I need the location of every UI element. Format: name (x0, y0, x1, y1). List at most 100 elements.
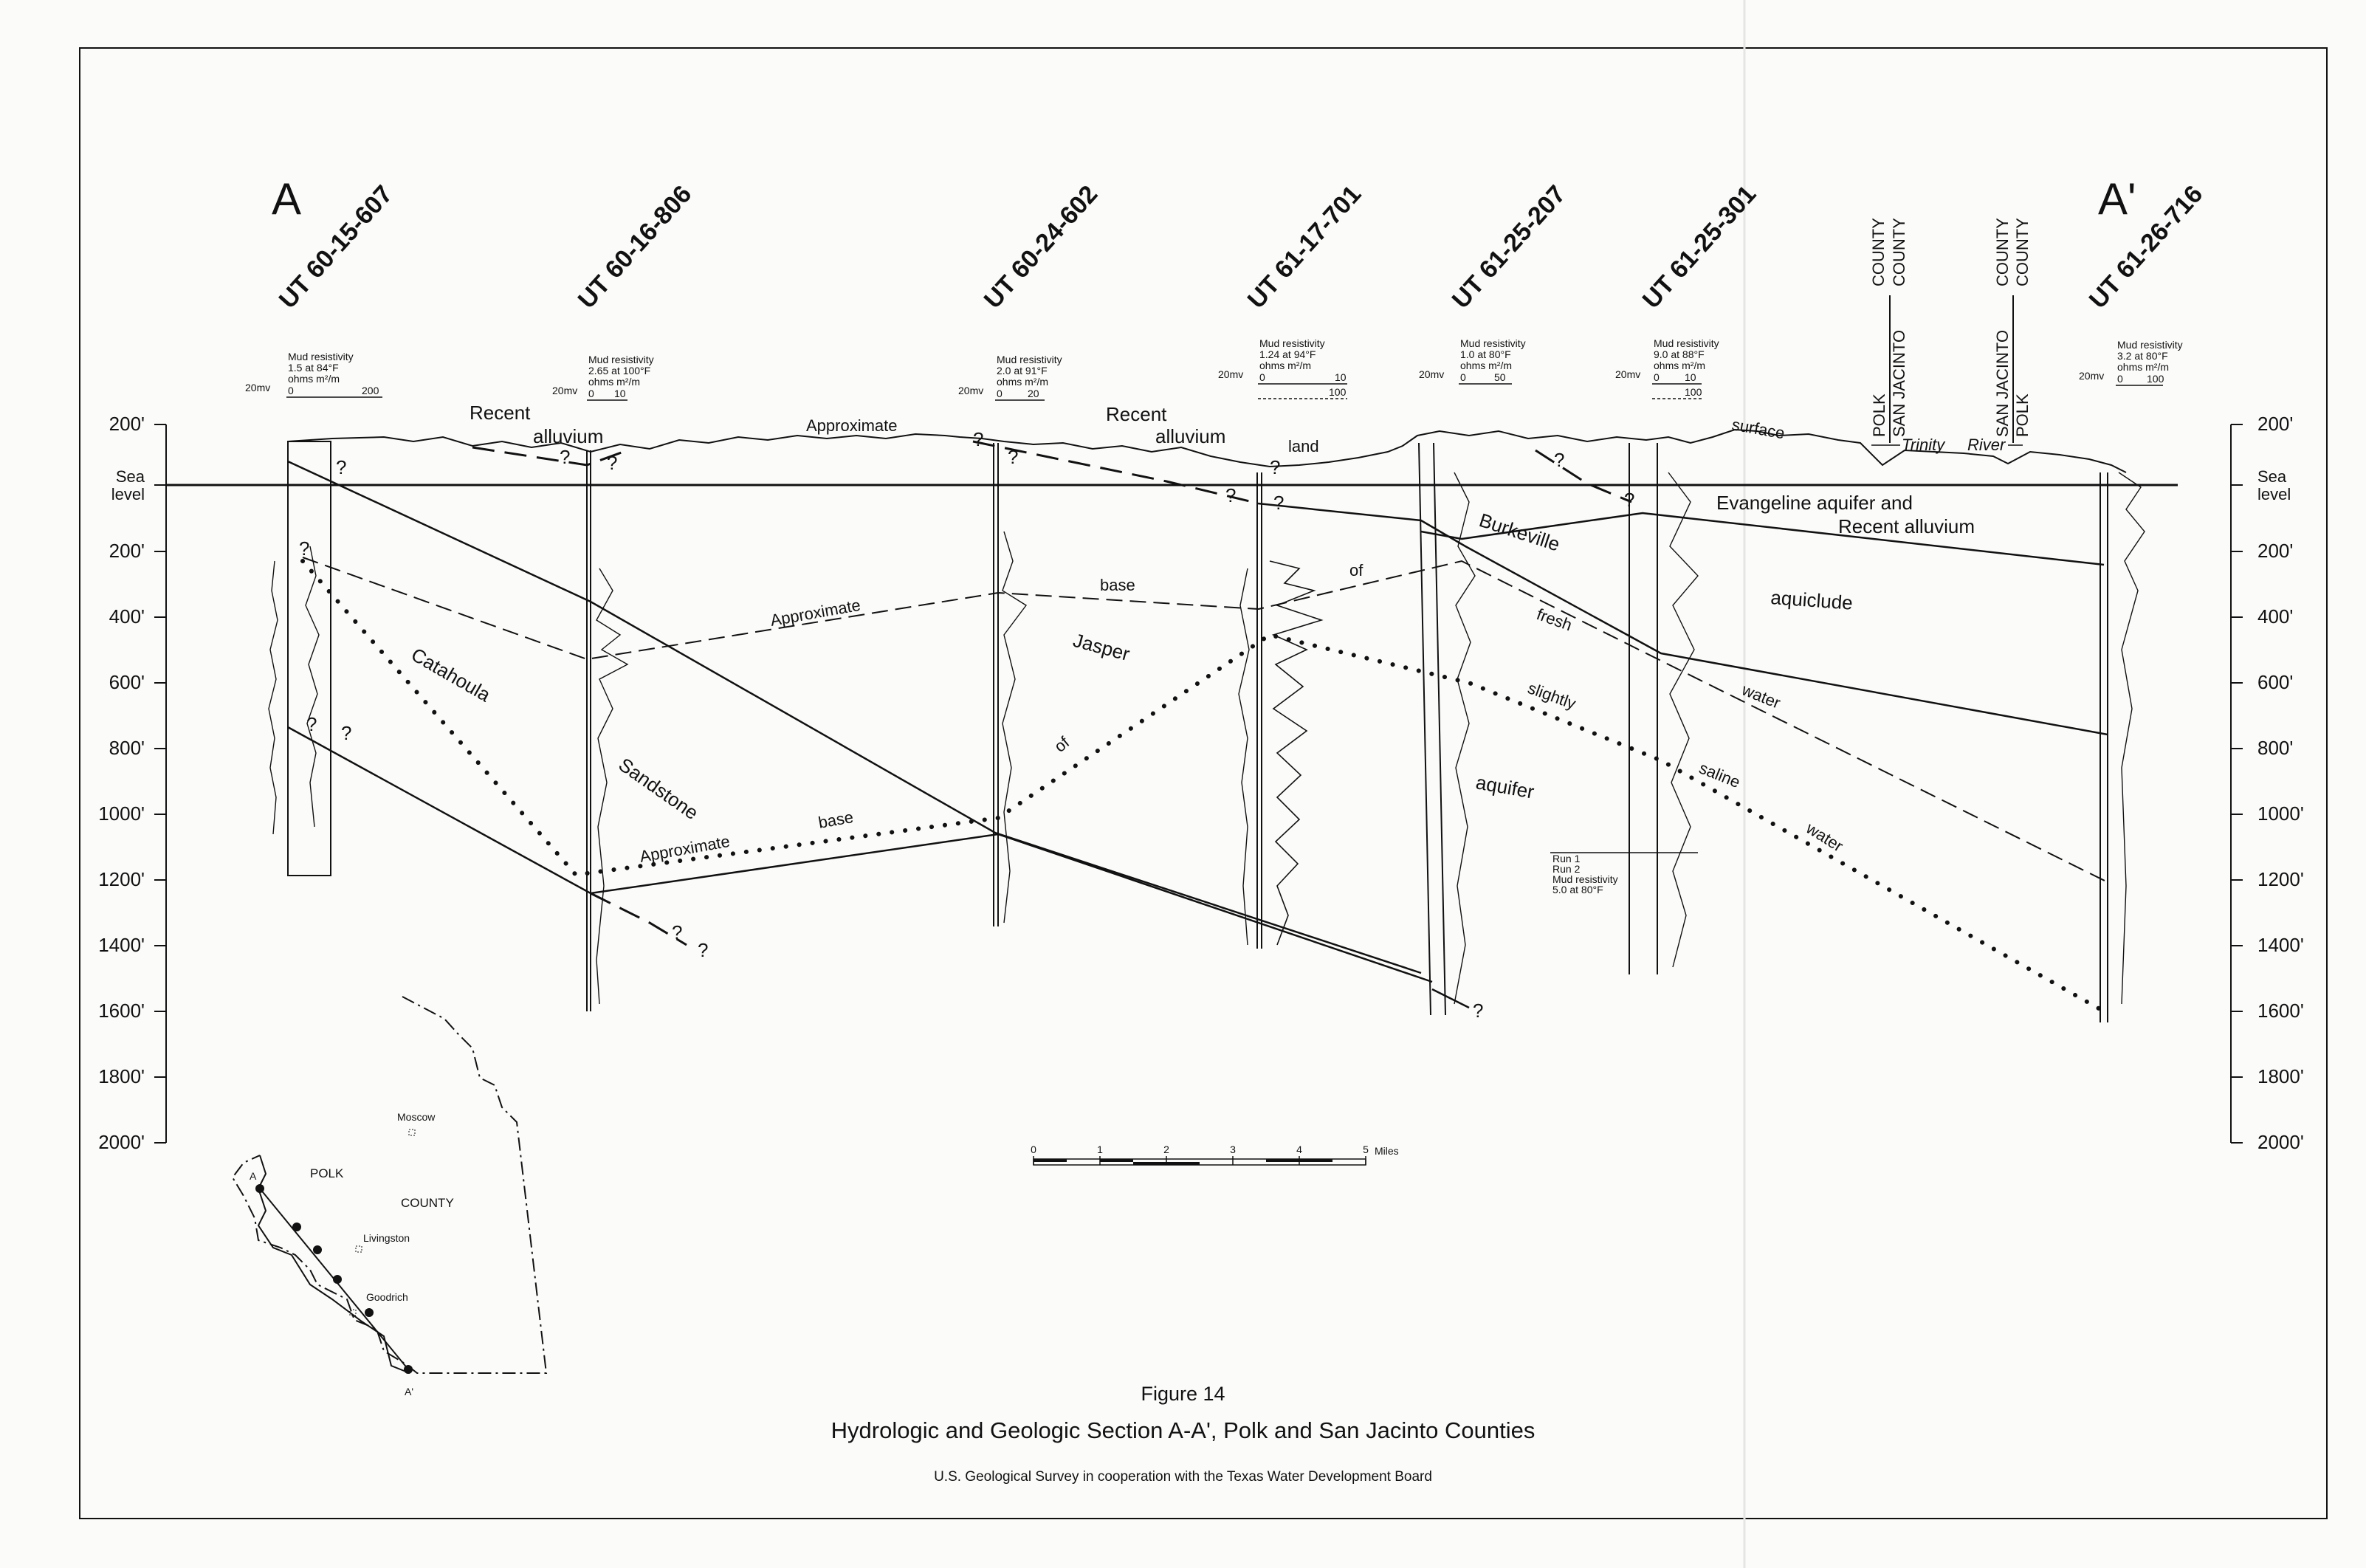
svg-text:?: ? (1273, 492, 1284, 514)
inset-point-label: A (250, 1170, 257, 1182)
well-name: UT 60-16-806 (573, 180, 698, 314)
axis-label: 1000' (98, 802, 145, 825)
axis-label: 200' (109, 413, 145, 435)
alluvium-base (1535, 449, 1632, 503)
mud-value: 2.65 at 100°F (588, 365, 650, 376)
axis-label: 1600' (98, 1000, 145, 1022)
electric-log-trace (1002, 531, 1028, 924)
label-base: base (817, 808, 855, 832)
axis-label: 600' (2257, 671, 2293, 693)
label-recent: Recent (470, 402, 531, 424)
mud-unit: ohms m²/m (1654, 360, 1705, 371)
label-of: of (1050, 732, 1073, 756)
town-marker (349, 1309, 357, 1316)
svg-text:SAN JACINTO: SAN JACINTO (1993, 330, 2012, 437)
scale-zero: 0 (1259, 371, 1265, 383)
svg-text:?: ? (299, 537, 309, 560)
scale-zero: 0 (288, 385, 294, 396)
svg-text:?: ? (1008, 446, 1018, 468)
label-burkeville: Burkeville (1476, 509, 1562, 555)
mud-resistivity-header: Mud resistivity 3.2 at 80°F ohms m²/m 20… (2079, 339, 2183, 386)
axis-label: 400' (2257, 605, 2293, 627)
scale-left: 20mv (1419, 368, 1444, 380)
electric-log-trace (596, 568, 629, 1005)
label-evangeline: Evangeline aquifer and (1716, 492, 1913, 514)
town-marker (408, 1129, 416, 1136)
label-saline: saline (1696, 758, 1743, 791)
scale-max: 200 (362, 385, 379, 396)
approx-base-fresh-water (300, 559, 2106, 1014)
inferred-dashed (590, 892, 687, 946)
mud-resistivity-header: Mud resistivity 1.24 at 94°F ohms m²/m 2… (1218, 337, 1347, 399)
scale-left: 20mv (552, 385, 577, 396)
axis-label: 1800' (98, 1065, 145, 1087)
mud-resistivity-header: Mud resistivity 9.0 at 88°F ohms m²/m 20… (1615, 337, 1719, 399)
label-alluvium: alluvium (1155, 425, 1225, 447)
approx-base-jasper (302, 557, 2108, 883)
scale-max: 100 (2147, 373, 2164, 385)
axis-label: 800' (109, 737, 145, 759)
axis-label: 1800' (2257, 1065, 2304, 1087)
svg-text:?: ? (973, 428, 983, 450)
svg-text:Run 2: Run 2 (1552, 863, 1581, 875)
mud-value: 1.0 at 80°F (1460, 348, 1511, 360)
run-note: Run 1 Run 2 Mud resistivity 5.0 at 80°F (1550, 852, 1698, 895)
svg-text:SAN JACINTO: SAN JACINTO (1890, 330, 1908, 437)
svg-text:COUNTY: COUNTY (1869, 218, 1888, 286)
axis-label: 1200' (98, 868, 145, 890)
electric-log-trace (1269, 560, 1324, 946)
well-name: UT 61-25-207 (1447, 180, 1572, 314)
label-alluvium: alluvium (533, 425, 603, 447)
electric-log-trace (1668, 472, 1699, 968)
depth-axis-left: 200'Sealevel200'400'600'800'1000'1200'14… (98, 413, 167, 1153)
mud-unit: ohms m²/m (1460, 360, 1512, 371)
label-recent: Recent (1106, 403, 1167, 425)
label-of: of (1349, 561, 1363, 580)
axis-label: 200' (2257, 540, 2293, 562)
scale-left: 20mv (1615, 368, 1640, 380)
axis-label: 600' (109, 671, 145, 693)
depth-axis-right: 200'Sealevel200'400'600'800'1000'1200'14… (2230, 413, 2304, 1153)
uncertainty-markers: ? ? ? ? ? ? ? ? ? ? ? ? ? ? ? ? (299, 428, 1634, 1022)
svg-text:Run 1: Run 1 (1552, 853, 1581, 864)
svg-text:Mud resistivity: Mud resistivity (1552, 873, 1618, 885)
river-label: Trinity (1902, 436, 1946, 454)
axis-label: level (2257, 485, 2291, 503)
label-jasper: Jasper (1070, 629, 1132, 665)
svg-text:POLK: POLK (2013, 393, 2032, 437)
label-approximate: Approximate (806, 416, 898, 435)
borehole (2100, 472, 2108, 1022)
svg-text:?: ? (1473, 1000, 1483, 1022)
label-fresh: fresh (1534, 605, 1575, 634)
svg-text:?: ? (607, 452, 617, 474)
mud-unit: ohms m²/m (588, 376, 640, 388)
top-catahoula-contact (287, 460, 1422, 974)
well-name: UT 60-24-602 (979, 180, 1104, 314)
scale-left: 20mv (1218, 368, 1243, 380)
scale-max: 50 (1494, 371, 1506, 383)
scale-zero: 0 (2117, 373, 2123, 385)
mud-label: Mud resistivity (288, 351, 354, 362)
electric-log-trace (2118, 472, 2145, 1005)
label-sandstone: Sandstone (615, 753, 703, 824)
map-border (79, 47, 2328, 1519)
borehole (1256, 472, 1262, 949)
label-base: base (1100, 576, 1135, 594)
well-location (292, 1223, 301, 1231)
axis-label: 1400' (2257, 934, 2304, 956)
axis-label: 2000' (2257, 1131, 2304, 1153)
svg-text:?: ? (1270, 456, 1280, 478)
section-start-letter: A (272, 174, 301, 224)
svg-text:5.0 at 80°F: 5.0 at 80°F (1552, 884, 1603, 895)
electric-log-trace (1238, 568, 1250, 946)
label-aquifer: aquifer (1474, 771, 1536, 802)
electric-log-trace (305, 546, 320, 828)
svg-text:?: ? (1554, 449, 1564, 471)
scale-unit: Miles (1375, 1145, 1399, 1157)
scale-max: 100 (1685, 386, 1702, 398)
well-name: UT 61-25-301 (1637, 180, 1762, 314)
mud-resistivity-header: Mud resistivity 2.65 at 100°F ohms m²/m … (552, 354, 654, 401)
borehole (993, 443, 999, 926)
mud-resistivity-header: Mud resistivity 1.0 at 80°F ohms m²/m 20… (1419, 337, 1526, 385)
